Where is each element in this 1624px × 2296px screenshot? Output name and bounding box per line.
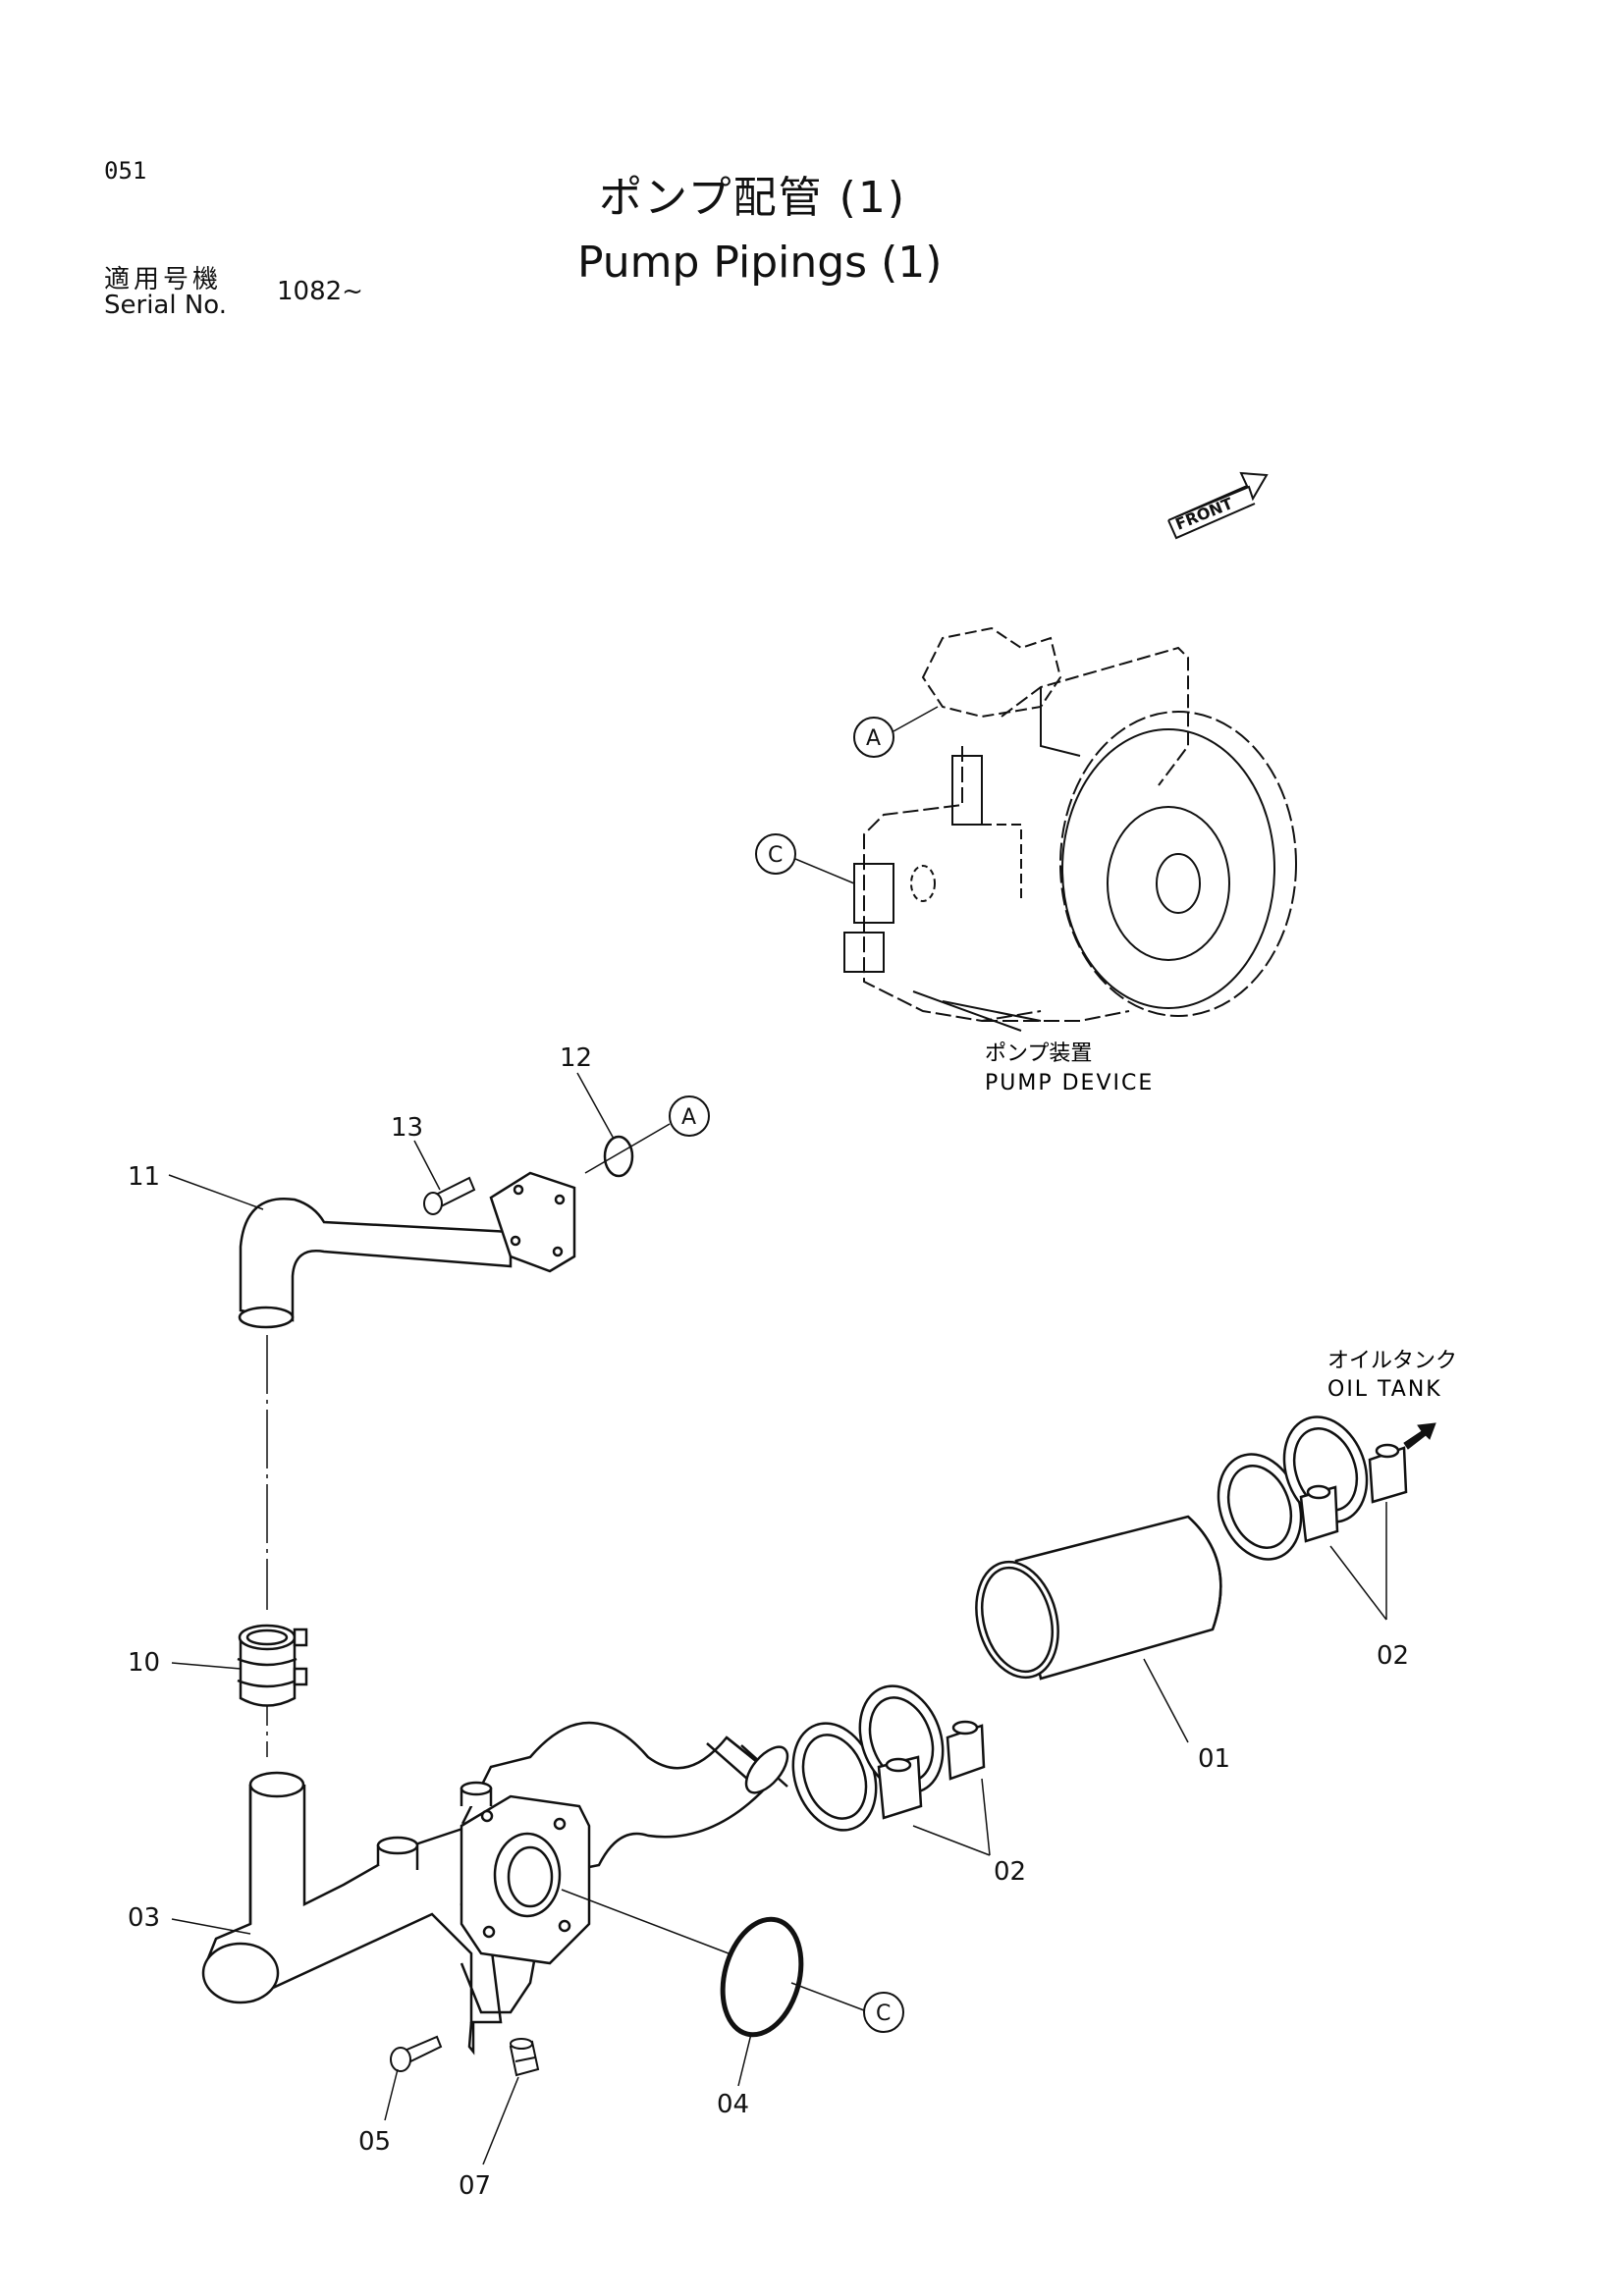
part-11-elbow-pipe [238,1171,576,1329]
pump-device-outline [843,626,1297,1032]
svg-text:C: C [876,2002,891,2026]
callout-c-oring: C [790,1982,904,2033]
svg-text:A: A [681,1105,696,1130]
callout-a-oring: A [584,1095,710,1174]
part-label-13: 13 [391,1113,423,1143]
page-title-japanese: ポンプ配管 (1) [599,173,906,223]
callout-a-pump: A [853,706,939,758]
part-03-suction-pipe [201,1721,789,2056]
part-number-labels: 11 13 12 10 03 01 02 02 04 05 07 [128,1043,1409,2201]
oil-tank-label-english: OIL TANK [1327,1377,1442,1402]
serial-label-english: Serial No. [104,291,227,320]
part-13-bolt [423,1176,476,1215]
svg-text:A: A [866,726,881,751]
clamp-lower-leader-1 [912,1825,991,1856]
part-05-bolt [390,2035,443,2072]
oil-tank-arrow-icon [1403,1422,1436,1450]
part-label-05: 05 [358,2127,391,2157]
part-label-03: 03 [128,1903,160,1933]
svg-text:C: C [768,843,783,868]
part-label-04: 04 [717,2090,749,2119]
page-title-english: Pump Pipings (1) [577,238,943,288]
front-arrow-icon: FRONT [1167,471,1269,540]
part-label-02-lower: 02 [994,1857,1026,1887]
callout-c-pump: C [755,833,855,884]
part-07-plug [509,2038,540,2077]
part-01-hose [975,1515,1222,1681]
pump-device-label-english: PUMP DEVICE [985,1071,1154,1095]
part-10-short-hose [237,1624,308,1707]
serial-label-japanese: 適用号機 [104,265,223,294]
part-label-07: 07 [459,2171,491,2201]
part-02-hose-clamps-upper [1217,1415,1408,1561]
part-12-o-ring [603,1135,634,1178]
front-label: FRONT [1172,494,1235,534]
oil-tank-label-japanese: オイルタンク [1327,1349,1457,1373]
part-label-01: 01 [1198,1744,1230,1774]
part-label-10: 10 [128,1648,160,1678]
clamp-upper-leader-1 [1329,1545,1387,1621]
page-number: 051 [104,157,147,185]
pump-device-label-japanese: ポンプ装置 [985,1041,1092,1066]
clamp-lower-leader-2 [981,1778,991,1856]
oring-leader-line [561,1889,730,1954]
hose-leader-line [1143,1658,1189,1743]
part-label-02-upper: 02 [1377,1641,1409,1671]
part-04-o-ring [720,1916,804,2038]
serial-number-value: 1082~ [277,277,363,306]
part-label-11: 11 [128,1162,160,1192]
part-02-hose-clamps-lower [791,1684,986,1832]
part-label-12: 12 [560,1043,592,1073]
